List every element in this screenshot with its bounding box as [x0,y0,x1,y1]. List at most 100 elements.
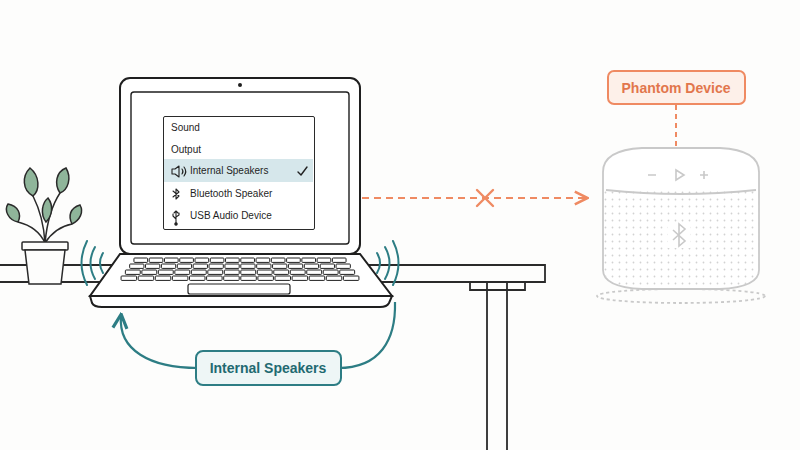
key [304,264,318,268]
plant-stem [45,224,72,243]
plant-leaf [70,205,82,224]
key [146,264,160,268]
bluetooth-logo [673,224,685,246]
key [208,270,223,274]
menu-item-label: USB Audio Device [190,205,272,227]
key [158,270,173,274]
plant-leaf [6,204,19,222]
key [241,258,255,262]
cross-mark [477,190,493,206]
key [175,270,190,274]
laptop-screen [131,92,349,244]
key [320,264,334,268]
laptop-front-edge [90,296,392,307]
laptop [90,78,392,307]
key [332,258,346,262]
sound-wave [82,241,88,285]
phantom-speaker [597,148,765,303]
menu-item-label: Internal Speakers [190,159,268,182]
key [224,270,239,274]
key [134,258,148,262]
key [258,276,274,280]
menu-item: Bluetooth Speaker [164,183,313,205]
callout-arrow [121,316,198,368]
key [164,258,178,262]
plant-stem [18,222,45,243]
callout-text: Internal Speakers [210,359,327,377]
callout-label: Internal Speakers [195,350,342,386]
speaker-shadow [597,289,765,303]
sound-wave [91,247,96,279]
key [274,270,289,274]
key [241,264,255,268]
menu-heading: Sound [171,122,200,134]
menu-item-label: Bluetooth Speaker [190,183,272,205]
key [142,270,157,274]
key [326,276,342,280]
sound-wave [100,253,103,273]
key [271,258,285,262]
speaker-grille [603,190,759,290]
potted-plant [6,168,81,284]
menu-item-selected: Internal Speakers [164,159,313,182]
desk [0,265,545,450]
plant-leaf [57,168,69,193]
key [302,258,316,262]
key [343,276,359,280]
key [180,258,194,262]
callout-label: Phantom Device [607,70,746,105]
key [130,264,144,268]
pot-rim [22,242,68,250]
sound-wave [385,247,390,279]
leader-line [675,105,677,148]
key [209,264,223,268]
menu-item: USB Audio Device [164,205,313,227]
key [290,270,305,274]
key [195,258,209,262]
callout-arc [338,302,395,368]
volume-buttons [648,171,708,179]
sound-wave [393,241,399,285]
speaker-seam [606,190,756,194]
output-menu: SoundOutputInternal SpeakersBluetooth Sp… [163,116,315,230]
key [224,276,240,280]
key [275,276,291,280]
desk-leg [487,282,507,450]
keyboard [121,258,359,280]
key [256,258,270,262]
key [288,264,302,268]
plant-stem [33,196,45,243]
key [336,264,350,268]
key [177,264,191,268]
key [225,264,239,268]
key [273,264,287,268]
plant-leaf [24,168,38,196]
key [161,264,175,268]
key [155,276,171,280]
sound-wave [377,253,380,273]
key [241,276,257,280]
key [193,264,207,268]
laptop-lid [120,78,360,254]
key [207,276,223,280]
desk-apron [470,282,525,290]
play-button [676,170,684,180]
key [323,270,338,274]
speaker-body [603,148,759,289]
key [241,270,256,274]
key [317,258,331,262]
key [257,264,271,268]
key [191,270,206,274]
key [257,270,272,274]
menu-heading: Output [171,144,201,156]
key [292,276,308,280]
logo-ground [668,224,690,248]
key [287,258,301,262]
key [309,276,325,280]
webcam [238,83,242,87]
key [149,258,163,262]
dashed-arrow [362,197,586,199]
